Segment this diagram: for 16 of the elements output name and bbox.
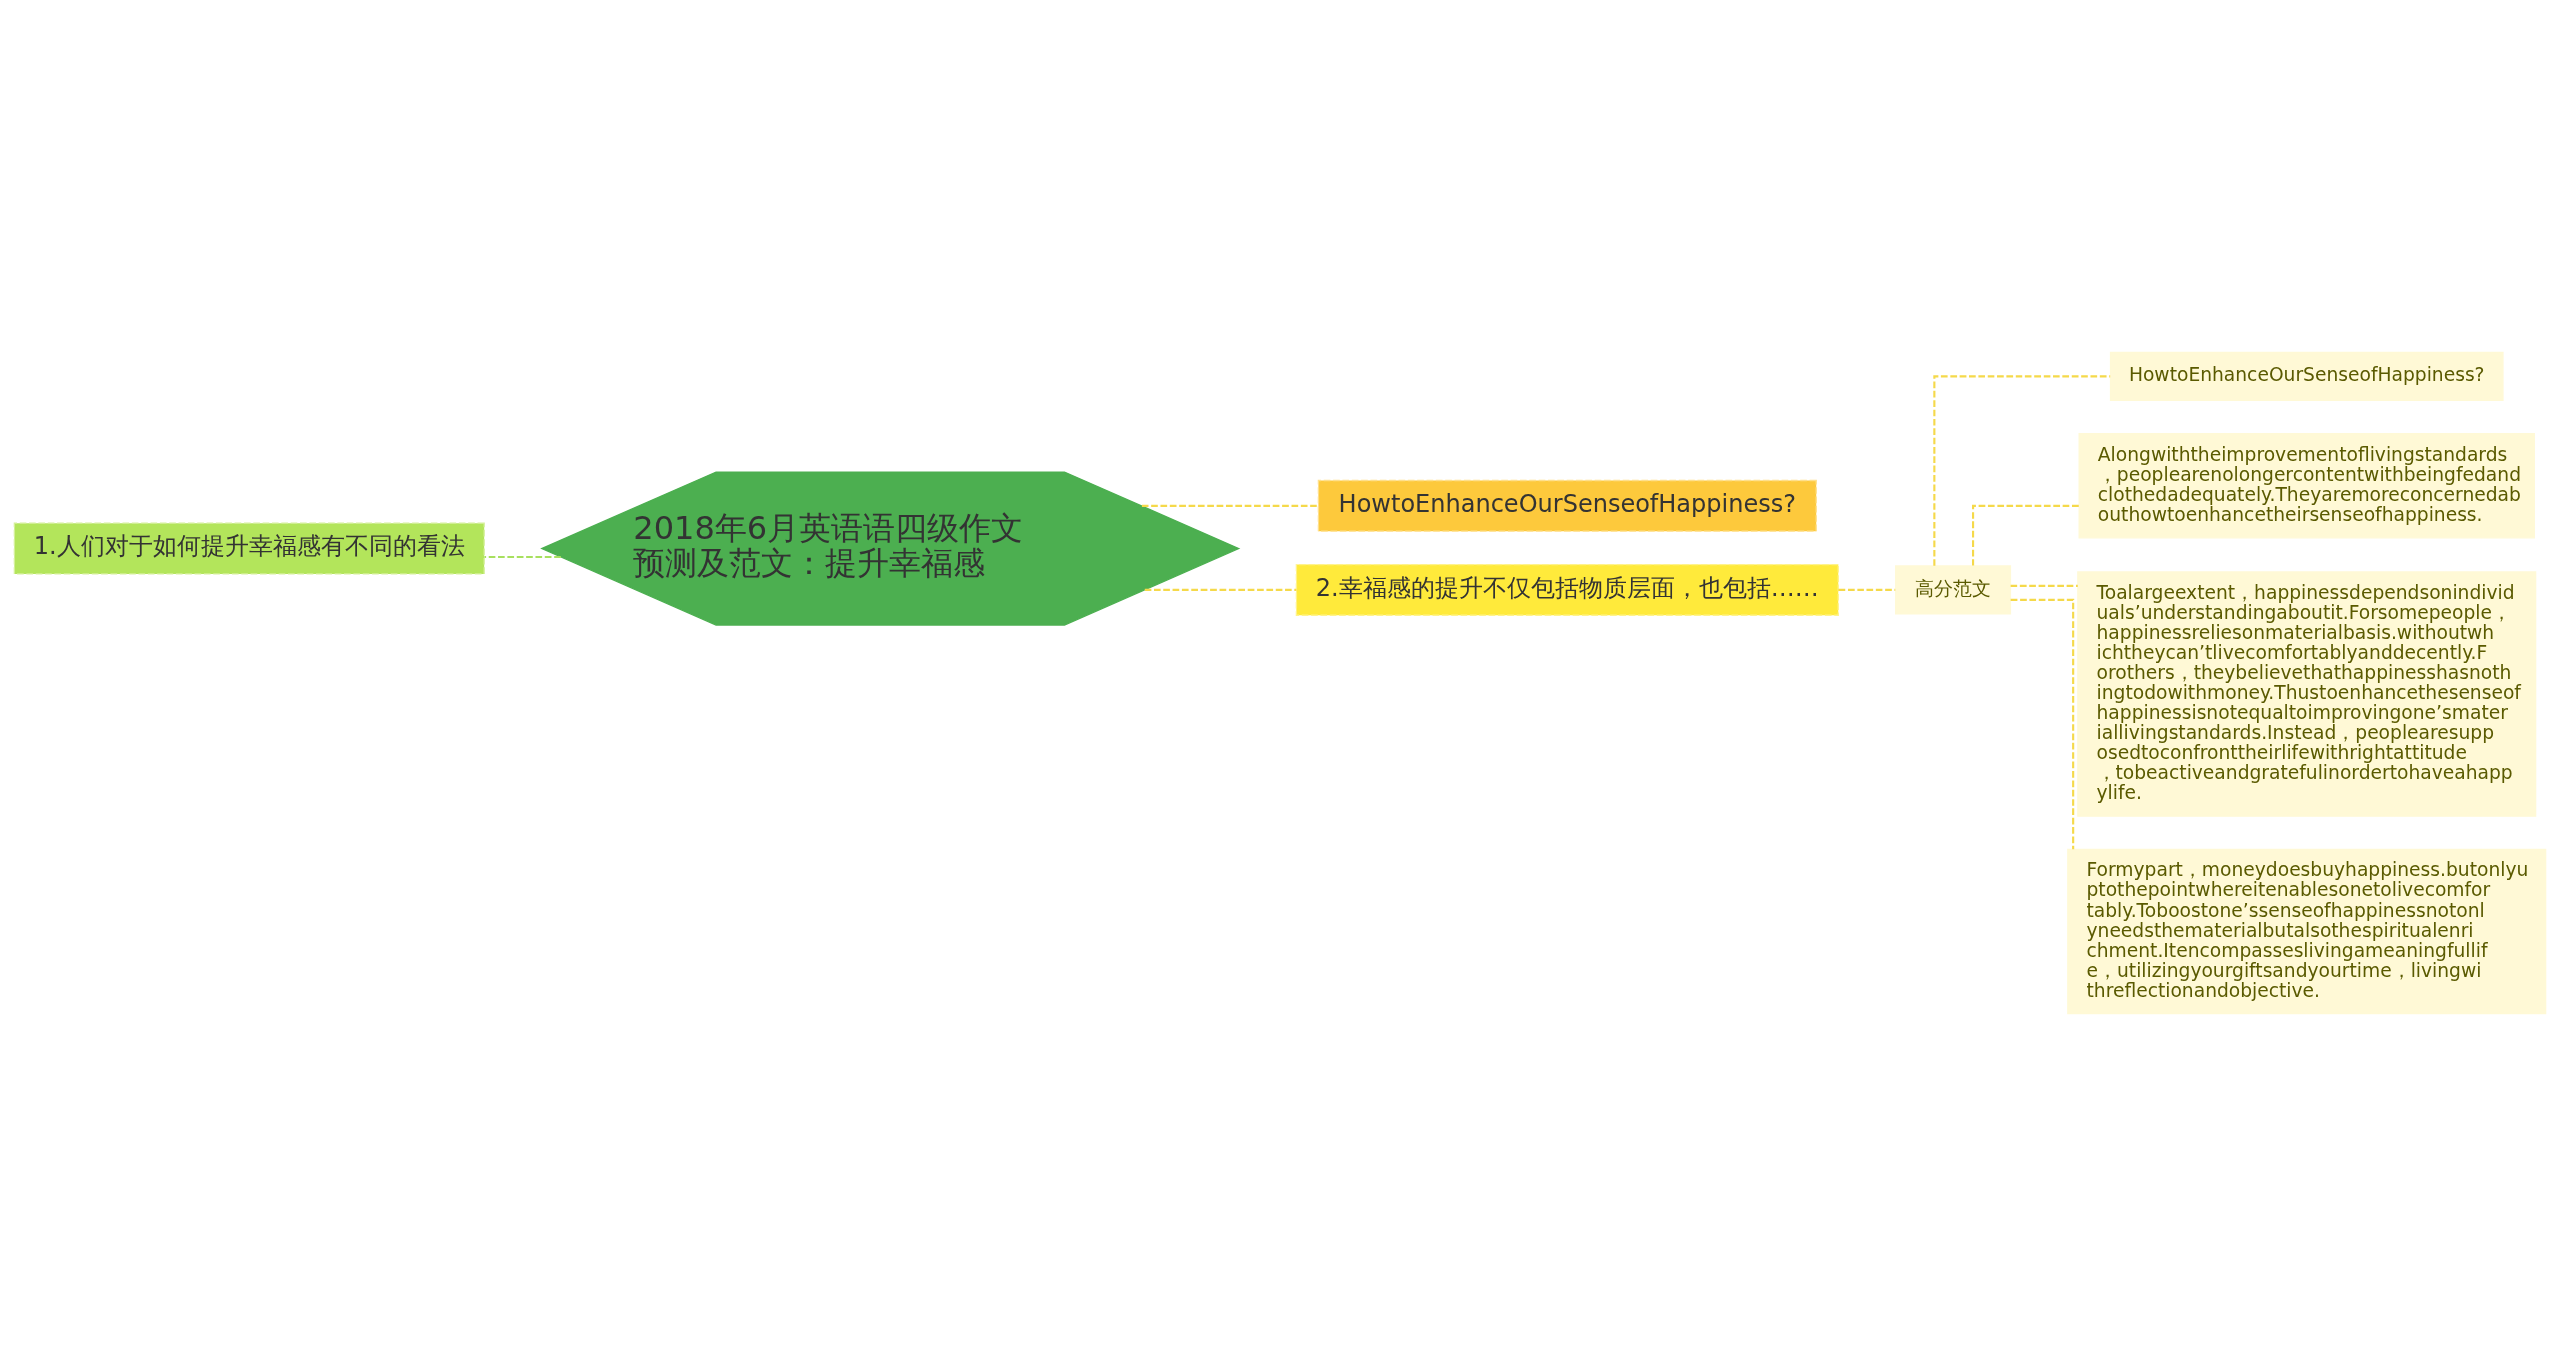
connector: [484, 555, 561, 559]
node-box: 高分范文: [1895, 565, 2012, 615]
connector: [1933, 375, 2111, 566]
node-box: HowtoEnhanceOurSenseofHappiness?: [1317, 479, 1817, 532]
node-box: HowtoEnhanceOurSenseofHappiness?: [2109, 351, 2504, 402]
node-box: Formypart，moneydoesbuyhappiness.butonlyuptothepointwhereitenablesonetolivecomfortably.Toboostone’ssenseofhappinessnotonlyneedsthematerialbutalsothespiritualenrichment.Itencompasseslivingameaningfullife，utilizingyourgiftsandyourtime，livingwithreflectionandobjective.: [2067, 848, 2547, 1015]
node-box: Toalargeextent，happinessdependsonindividuals’understandingaboutit.Forsomepeople，happinessreliesonmaterialbasis.withoutwhichtheycan’tlivecomfortablyanddecently.Forothers，theybelievethathappinesshasnothingtodowithmoney.Thustoenhancethesenseofhappinessisnotequaltoimprovingone’smateriallivingstandards.Instead，peoplearesupposedtoconfronttheirlifewithrightattitude，tobeactiveandgratefulinordertohaveahappylife.: [2077, 571, 2537, 817]
connector: [2010, 584, 2078, 587]
connector: [1141, 504, 1319, 507]
connector: [1144, 588, 1297, 591]
connector: [1972, 504, 2080, 566]
connector: [1838, 588, 1896, 591]
node-box: 2.幸福感的提升不仅包括物质层面，也包括……: [1295, 563, 1839, 616]
connector: [2010, 598, 2075, 850]
node-box: Alongwiththeimprovementoflivingstandards，peoplearenolongercontentwithbeingfedandclothedadequately.Theyaremoreconcernedabouthowtoenhancetheirsenseofhappiness.: [2078, 433, 2535, 539]
node-box: 1.人们对于如何提升幸福感有不同的看法: [13, 522, 485, 575]
